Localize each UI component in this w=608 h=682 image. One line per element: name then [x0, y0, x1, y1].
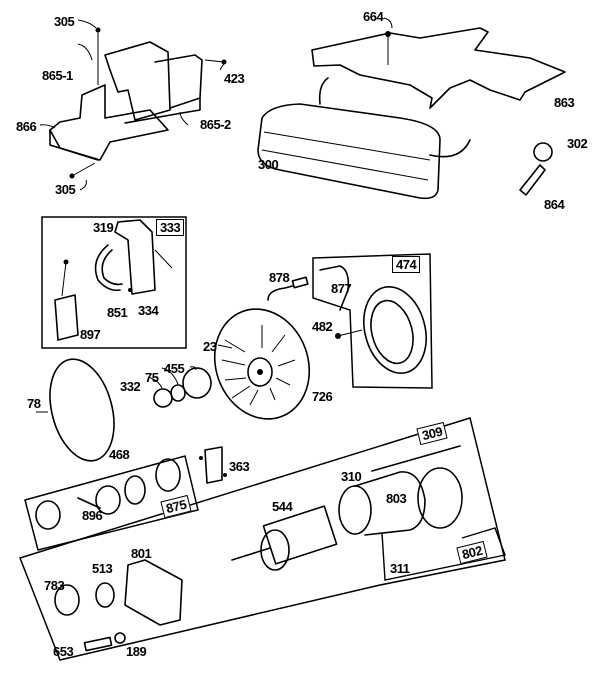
part-label-302: 302 — [567, 136, 588, 151]
muffler-bracket-drawing — [311, 17, 566, 109]
part-label-334: 334 — [138, 303, 159, 318]
terminal-drawing — [199, 446, 227, 484]
part-label-866: 866 — [16, 119, 37, 134]
drive-housing-drawing — [54, 559, 183, 652]
muffler-drawing — [257, 77, 471, 200]
rectifier-drawing — [267, 276, 309, 301]
part-label-897: 897 — [80, 327, 101, 342]
part-label-482: 482 — [312, 319, 333, 334]
part-label-300: 300 — [258, 157, 279, 172]
part-label-78: 78 — [27, 396, 41, 411]
ignition-kit-box — [41, 216, 187, 349]
part-label-801: 801 — [131, 546, 152, 561]
part-label-664: 664 — [363, 9, 384, 24]
part-label-311: 311 — [390, 561, 410, 576]
deflector-drawing — [519, 142, 553, 196]
part-label-878: 878 — [269, 270, 290, 285]
part-label-863: 863 — [554, 95, 575, 110]
part-label-513: 513 — [92, 561, 113, 576]
part-label-865-1: 865-1 — [42, 68, 73, 83]
starter-motor-box — [19, 417, 506, 661]
part-label-75: 75 — [145, 370, 159, 385]
part-label-896: 896 — [82, 508, 103, 523]
starter-clutch-drawing — [147, 366, 212, 408]
part-label-310: 310 — [341, 469, 362, 484]
part-label-332: 332 — [120, 379, 141, 394]
part-label-653: 653 — [53, 644, 74, 659]
part-label-726: 726 — [312, 389, 333, 404]
part-label-363: 363 — [229, 459, 250, 474]
part-label-189: 189 — [126, 644, 147, 659]
part-label-803: 803 — [386, 491, 407, 506]
part-label-305: 305 — [54, 14, 75, 29]
drive-kit-box — [24, 455, 199, 551]
flywheel-drawing — [213, 308, 311, 420]
part-label-783: 783 — [44, 578, 65, 593]
screen-drawing — [36, 358, 115, 462]
part-label-864: 864 — [544, 197, 565, 212]
kit-label-474: 474 — [392, 256, 421, 273]
part-label-319: 319 — [93, 220, 114, 235]
part-label-305: 305 — [55, 182, 76, 197]
part-label-865-2: 865-2 — [200, 117, 231, 132]
part-label-877: 877 — [331, 281, 352, 296]
part-label-455: 455 — [164, 361, 185, 376]
part-label-468: 468 — [109, 447, 130, 462]
part-label-544: 544 — [272, 499, 293, 514]
kit-label-333: 333 — [156, 219, 185, 236]
part-label-423: 423 — [224, 71, 245, 86]
part-label-851: 851 — [107, 305, 128, 320]
bracket-assembly-drawing — [39, 19, 227, 191]
alternator-kit-box — [312, 253, 433, 389]
part-label-23: 23 — [203, 339, 217, 354]
